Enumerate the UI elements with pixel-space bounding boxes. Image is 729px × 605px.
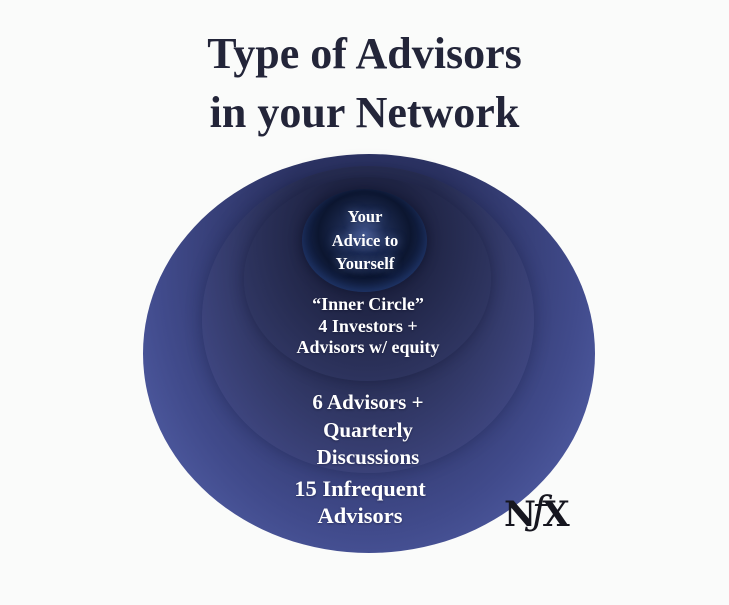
label-line: Yourself xyxy=(335,254,395,273)
page-title-line1: Type of Advisors xyxy=(207,29,522,78)
label-line: Advisors xyxy=(317,502,403,528)
logo-letter-x: X xyxy=(542,494,569,535)
label-line: 6 Advisors + xyxy=(312,390,424,414)
label-inner-circle: “Inner Circle” 4 Investors + Advisors w/… xyxy=(258,294,478,359)
label-line: Your xyxy=(347,207,383,226)
label-line: 15 Infrequent xyxy=(294,476,426,501)
ellipse-yourself xyxy=(302,189,427,292)
label-line: Quarterly xyxy=(323,417,413,442)
nfx-logo: NƒX xyxy=(504,491,570,536)
label-quarterly-advisors: 6 Advisors + Quarterly Discussions xyxy=(268,389,468,472)
label-line: 4 Investors + xyxy=(318,315,418,336)
page-title-line2: in your Network xyxy=(209,88,520,137)
label-line: Discussions xyxy=(316,445,420,469)
label-line: Advice to xyxy=(331,230,399,250)
logo-letter-n: N xyxy=(504,494,536,535)
label-infrequent-advisors: 15 Infrequent Advisors xyxy=(255,476,465,529)
logo-letter-f: ƒ xyxy=(532,489,546,534)
page-title: Type of Advisors in your Network xyxy=(0,24,729,142)
label-yourself: Your Advice to Yourself xyxy=(295,205,435,276)
label-line: “Inner Circle” xyxy=(312,294,424,314)
label-line: Advisors w/ equity xyxy=(296,337,440,357)
